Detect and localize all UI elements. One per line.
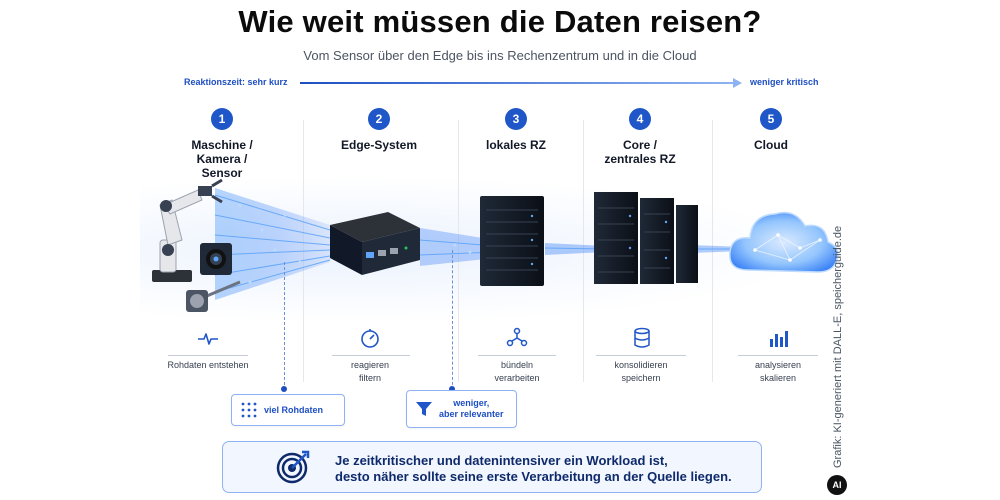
step-number: 2 — [368, 108, 390, 130]
axis-arrow-line — [300, 82, 735, 84]
step-number: 3 — [505, 108, 527, 130]
cloud-icon — [729, 211, 839, 273]
feature-text-core-dc: konsolidieren speichern — [614, 360, 668, 383]
bar-chart-icon — [770, 331, 788, 347]
feature-text-edge: reagieren filtern — [350, 360, 390, 383]
feature-underline — [332, 355, 410, 356]
column-title: Edge-System — [340, 138, 418, 152]
column-core-dc: 4 Core / zentrales RZ — [575, 108, 705, 166]
connector-filtered-data — [452, 250, 453, 390]
connector-raw-data — [284, 262, 285, 390]
feature-underline — [478, 355, 556, 356]
proximity-sensor — [186, 280, 241, 312]
ai-badge: AI — [827, 475, 847, 495]
column-edge: 2 Edge-System — [314, 108, 444, 152]
step-number: 5 — [760, 108, 782, 130]
feature-text-machine: Rohdaten entstehen — [167, 360, 249, 370]
data-stream — [214, 188, 745, 300]
connector-dot — [281, 386, 287, 392]
column-title: Cloud — [754, 138, 788, 152]
tag-filtered-data-label: weniger, aber relevanter — [439, 398, 504, 419]
column-cloud: 5 Cloud — [706, 108, 836, 152]
feature-text-cloud: analysieren skalieren — [754, 360, 802, 383]
robot-arm — [152, 178, 223, 282]
key-message-box: Je zeitkritischer und datenintensiver ei… — [222, 441, 762, 493]
pulse-icon — [198, 333, 218, 345]
feature-text-local-dc: bündeln verarbeiten — [494, 360, 540, 383]
database-icon — [634, 327, 650, 348]
key-message-text: Je zeitkritischer und datenintensiver ei… — [335, 453, 732, 484]
column-title: Maschine / Kamera / Sensor — [191, 138, 253, 180]
column-title: Core / zentrales RZ — [604, 138, 676, 166]
column-divider — [583, 120, 584, 382]
axis-label-left: Reaktionszeit: sehr kurz — [184, 77, 288, 87]
column-local-dc: 3 lokales RZ — [451, 108, 581, 152]
column-divider — [712, 120, 713, 382]
funnel-icon — [416, 402, 432, 416]
image-credit: Grafik: KI-generiert mit DALL-E, speiche… — [832, 225, 844, 468]
gauge-icon — [361, 329, 379, 348]
axis-label-right: weniger kritisch — [750, 77, 819, 87]
local-server-rack — [480, 196, 544, 286]
tag-raw-data: viel Rohdaten — [231, 394, 345, 426]
column-divider — [458, 120, 459, 382]
page-subtitle: Vom Sensor über den Edge bis ins Rechenz… — [303, 48, 697, 63]
page-title: Wie weit müssen die Daten reisen? — [238, 4, 762, 39]
camera — [200, 243, 232, 275]
dot-grid-icon — [241, 402, 257, 418]
connector-dot — [449, 386, 455, 392]
edge-box — [330, 212, 420, 275]
tag-filtered-data: weniger, aber relevanter — [406, 390, 517, 428]
step-number: 1 — [211, 108, 233, 130]
column-machine: 1 Maschine / Kamera / Sensor — [157, 108, 287, 180]
tag-raw-data-label: viel Rohdaten — [264, 404, 324, 415]
feature-underline — [738, 355, 818, 356]
network-icon — [506, 327, 528, 347]
core-server-racks — [594, 192, 698, 284]
step-number: 4 — [629, 108, 651, 130]
feature-underline — [168, 355, 248, 356]
column-title: lokales RZ — [485, 138, 547, 152]
feature-underline — [596, 355, 686, 356]
target-icon — [276, 450, 310, 484]
axis-arrow-head-icon — [733, 78, 742, 88]
